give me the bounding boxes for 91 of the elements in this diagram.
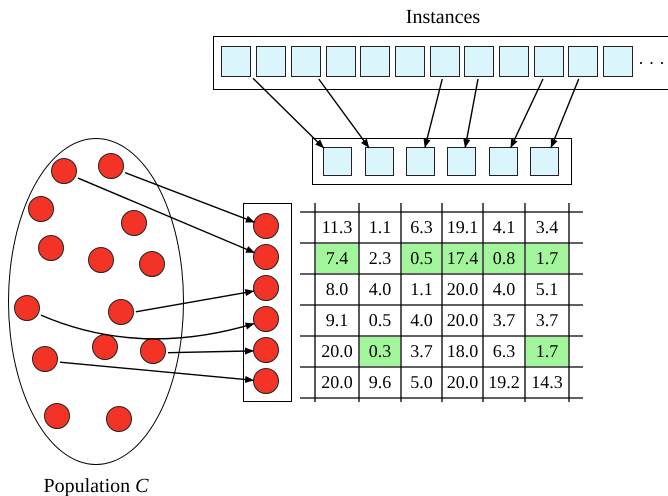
individual-circle <box>28 196 54 222</box>
selection-band <box>312 138 572 185</box>
instance-square <box>406 147 435 176</box>
individual-circle <box>108 299 134 326</box>
arrow <box>124 172 256 223</box>
table-value: 9.1 <box>324 309 350 332</box>
band-heading: Instances <box>406 7 480 27</box>
instance-square <box>326 46 356 78</box>
instance-square <box>323 147 352 176</box>
table-value: 5.0 <box>409 371 434 394</box>
table-value: 3.4 <box>534 216 560 240</box>
arrow <box>510 78 544 148</box>
individual-circle <box>121 210 148 236</box>
selection-column <box>243 203 292 402</box>
individual-circle <box>140 338 166 364</box>
individual-circle <box>253 337 280 363</box>
arrow <box>550 78 580 148</box>
table-value: 14.3 <box>530 371 564 394</box>
arrow <box>318 78 370 148</box>
instance-square <box>603 46 634 78</box>
individual-circle <box>32 346 58 372</box>
highlighted-value: 0.3 <box>360 336 400 366</box>
highlighted-value: 0.8 <box>484 244 524 274</box>
instance-square <box>488 147 518 176</box>
instance-square <box>534 46 564 78</box>
table-value: 4.0 <box>368 278 392 302</box>
highlighted-value: 7.4 <box>316 244 358 274</box>
instance-square <box>430 46 460 78</box>
individual-circle <box>14 295 40 322</box>
table-value: 1.1 <box>409 278 434 302</box>
table-value: 9.6 <box>368 371 392 394</box>
arrow <box>463 78 479 148</box>
instance-square <box>360 46 390 78</box>
table-value: 3.7 <box>409 340 434 364</box>
highlighted-value: 1.7 <box>526 244 568 274</box>
individual-circle <box>253 213 280 240</box>
highlighted-value: 1.7 <box>526 336 568 366</box>
arrow <box>60 362 254 384</box>
table-value: 11.3 <box>320 216 354 240</box>
instance-square <box>290 46 321 78</box>
individual-circle <box>253 368 280 394</box>
table-value: 6.3 <box>409 216 434 240</box>
instance-square <box>394 46 425 78</box>
instance-square <box>464 46 494 78</box>
table-value: 5.1 <box>534 278 560 302</box>
individual-circle <box>106 406 132 432</box>
instance-square <box>221 46 252 78</box>
arrow <box>424 78 443 148</box>
table-value: 8.0 <box>324 278 350 302</box>
individual-circle <box>44 403 70 430</box>
arrow <box>40 314 255 340</box>
table-value: 19.1 <box>446 216 480 240</box>
ellipsis: · · · <box>638 54 665 72</box>
highlighted-value: 17.4 <box>442 244 482 274</box>
table-value: 1.1 <box>368 216 392 240</box>
table-value: 4.0 <box>409 309 434 332</box>
instance-square <box>530 147 559 176</box>
instance-square <box>499 46 529 78</box>
table-value: 0.5 <box>368 309 392 332</box>
individual-circle <box>98 153 124 180</box>
set-caption: Population C <box>44 476 148 496</box>
table-value: 2.3 <box>368 247 392 270</box>
table-value: 3.7 <box>534 309 560 332</box>
arrow <box>252 78 324 149</box>
individual-circle <box>139 251 166 278</box>
table-value: 3.7 <box>492 309 516 332</box>
instance-square <box>447 147 476 176</box>
table-value: 19.2 <box>487 371 521 394</box>
table-value: 20.0 <box>320 371 354 394</box>
arrow <box>136 289 254 312</box>
table-value: 20.0 <box>320 340 354 364</box>
table-value: 4.0 <box>492 278 516 302</box>
table-value: 20.0 <box>446 278 480 302</box>
individual-circle <box>253 244 280 270</box>
individual-circle <box>88 247 114 274</box>
table-value: 20.0 <box>446 309 480 332</box>
individual-circle <box>253 275 280 302</box>
table-value: 6.3 <box>492 340 516 364</box>
arrow <box>78 177 256 254</box>
table-value: 20.0 <box>446 371 480 394</box>
arrow <box>168 347 254 355</box>
individual-circle <box>92 334 118 360</box>
individual-circle <box>51 158 78 184</box>
instance-square <box>256 46 286 78</box>
instance-square <box>568 46 598 78</box>
table-value: 18.0 <box>446 340 480 364</box>
highlighted-value: 0.5 <box>402 244 442 274</box>
instance-square <box>364 147 394 176</box>
table-value: 4.1 <box>492 216 516 240</box>
individual-circle <box>253 306 280 332</box>
individual-circle <box>38 235 64 262</box>
